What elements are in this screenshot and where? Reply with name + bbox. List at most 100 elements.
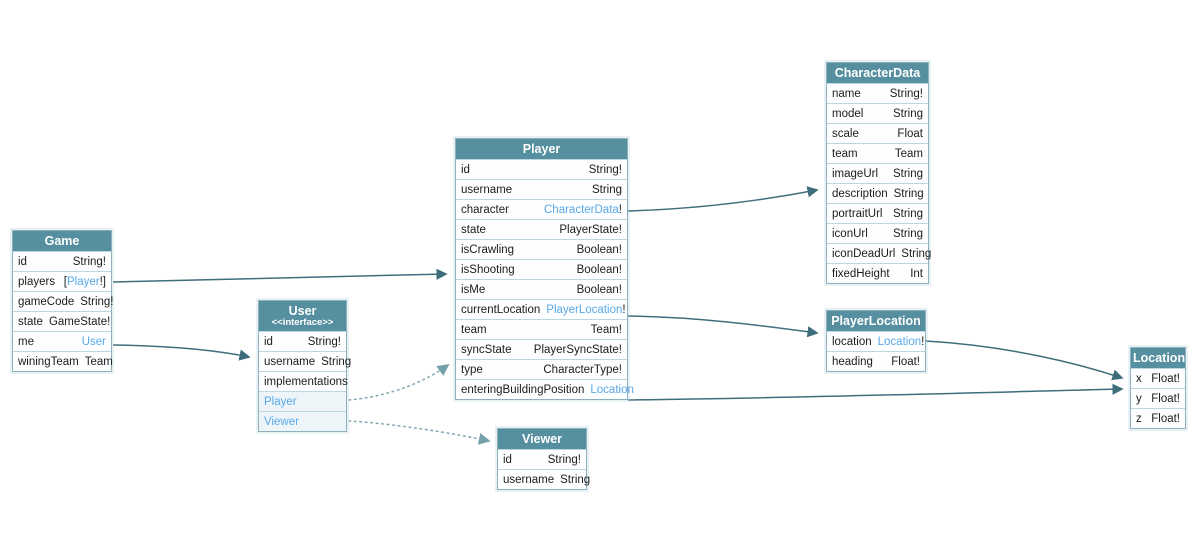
type-link[interactable]: Location [877,335,922,348]
field-row-heading[interactable]: heading Float! [827,351,925,371]
field-name: character [461,203,509,216]
field-type: Float! [1151,372,1180,385]
field-row-viewer[interactable]: Viewer [259,411,346,431]
field-type: Float! [891,355,920,368]
field-type: PlayerSyncState! [533,343,622,356]
field-type: String [892,227,923,240]
field-name: imageUrl [832,167,879,180]
field-type: String! [307,335,341,348]
field-name: iconDeadUrl [832,247,896,260]
table-title[interactable]: PlayerLocation [827,311,925,331]
field-type: Boolean! [576,243,622,256]
type-link[interactable]: PlayerLocation [546,303,623,316]
field-type: Boolean! [576,263,622,276]
field-type: Float [897,127,923,140]
field-name: isShooting [461,263,515,276]
field-type: String [901,247,932,260]
type-link[interactable]: Location [590,383,634,396]
field-row-username[interactable]: username String [259,351,351,371]
implementation-link[interactable]: Viewer [264,415,299,428]
field-name: me [18,335,34,348]
field-type: String! [547,453,581,466]
field-type: Team [894,147,923,160]
field-type: String [591,183,622,196]
field-name: isMe [461,283,486,296]
field-row-icondeadurl[interactable]: iconDeadUrl String [827,243,932,263]
field-row-me[interactable]: me User [13,331,111,351]
field-row-player[interactable]: Player [259,391,346,411]
table-subtitle: <<interface>> [271,317,334,328]
field-type: String [892,207,923,220]
field-row-isshooting[interactable]: isShooting Boolean! [456,259,627,279]
field-name: winingTeam [18,355,79,368]
table-title[interactable]: User<<interface>> [259,301,346,331]
divider-row-implementations[interactable]: implementations [259,371,348,391]
field-name: username [264,355,316,368]
field-row-username[interactable]: username String [456,179,627,199]
field-name: username [461,183,513,196]
field-type: GameState! [48,315,111,328]
table-title[interactable]: Player [456,139,627,159]
field-type: PlayerState! [559,223,622,236]
table-title-text: Location [1133,351,1186,365]
type-link[interactable]: Player [67,275,100,288]
edge-player-currentlocation-to-playerlocation [627,315,819,338]
type-link[interactable]: User [81,335,106,348]
type-link[interactable]: CharacterData [544,203,619,216]
table-title[interactable]: Location [1131,348,1185,368]
field-name: heading [832,355,873,368]
field-row-players[interactable]: players[Player!] [13,271,111,291]
table-title-text: Viewer [521,432,563,446]
table-title[interactable]: CharacterData [827,63,928,83]
edge-game-me-to-user [112,344,251,361]
field-type: String [321,355,352,368]
field-name: description [832,187,888,200]
field-type: CharacterType! [543,363,622,376]
field-name: gameCode [18,295,75,308]
implementation-link[interactable]: Player [264,395,297,408]
field-type: User [40,336,106,348]
table-title[interactable]: Viewer [498,429,586,449]
table-title[interactable]: Game [13,231,111,251]
table-title-text: PlayerLocation [831,314,921,328]
field-type: Int [910,267,923,280]
